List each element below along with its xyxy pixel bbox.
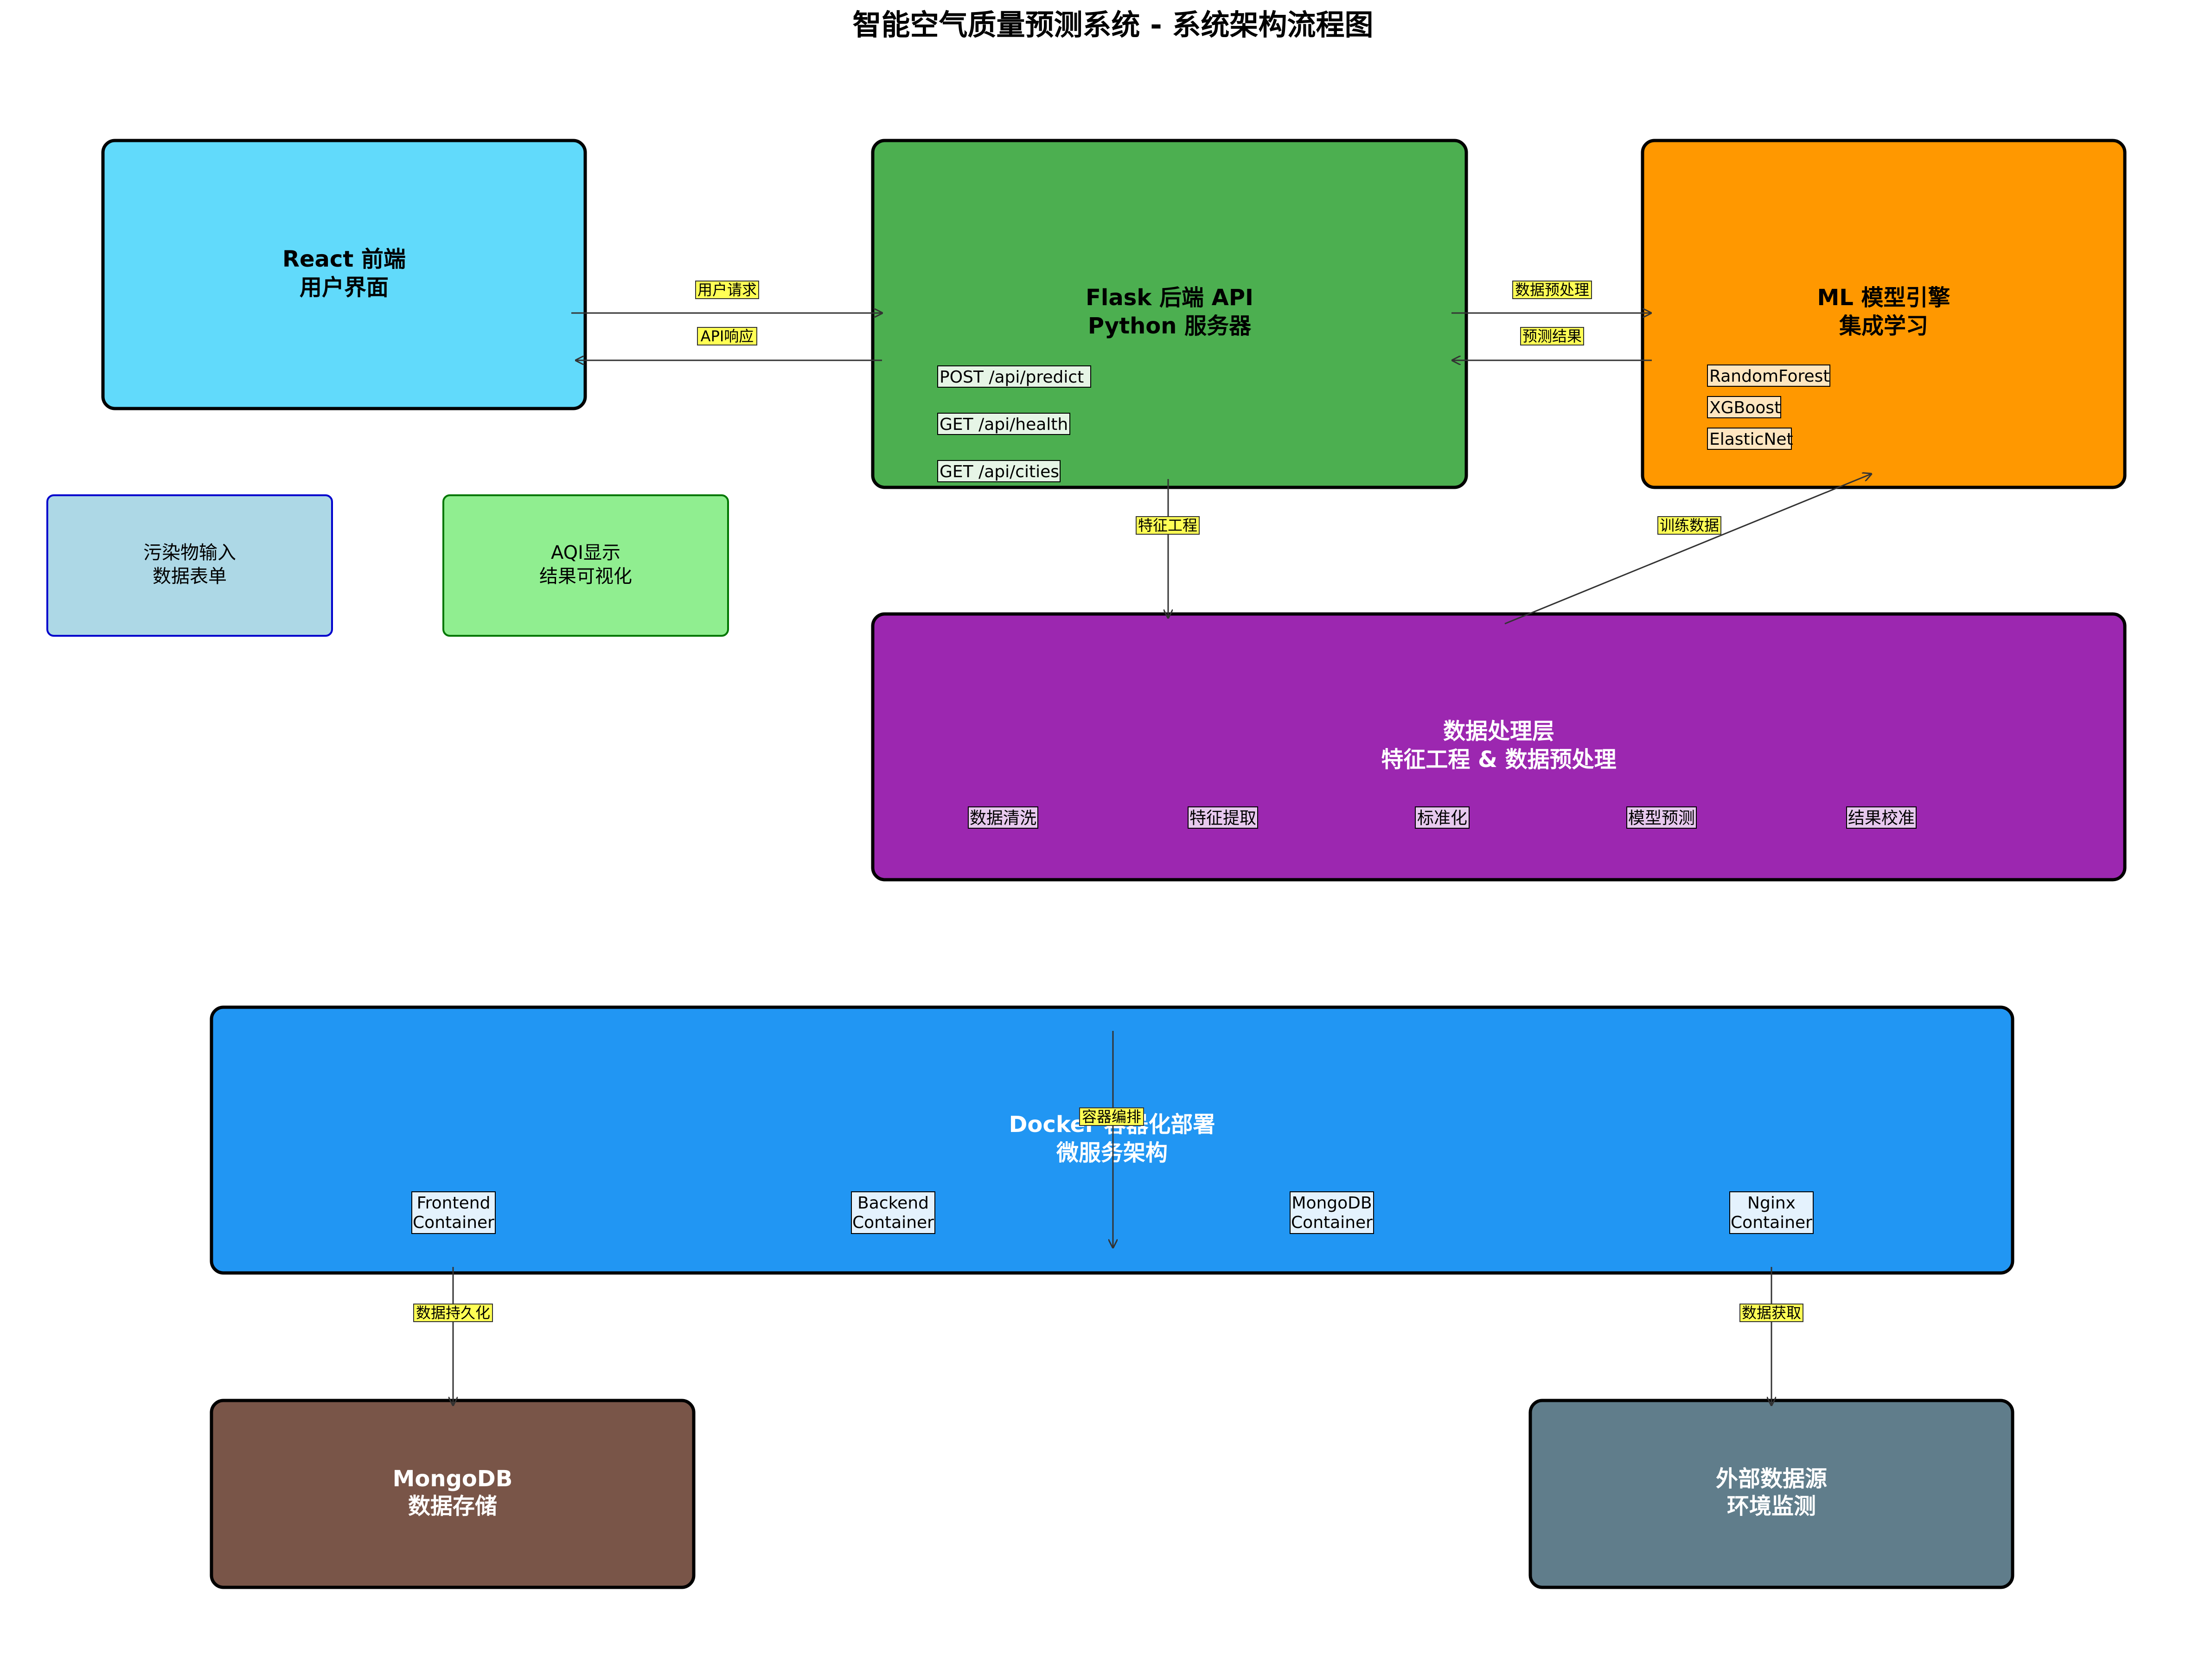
container-tag-line1: MongoDB	[1291, 1194, 1372, 1213]
container-tag-bg	[851, 1191, 935, 1234]
edge-user-request-label: 用户请求	[697, 281, 757, 299]
aqi-display-box	[442, 494, 729, 637]
input-form-title: 污染物输入	[143, 542, 236, 563]
data-processing-layer-box	[871, 612, 2127, 882]
edge-feature-engineering-label-bg	[1136, 516, 1200, 535]
container-tag-line2: Container	[852, 1213, 934, 1232]
process-step-tag-bg	[1846, 806, 1917, 829]
aqi-display-title: AQI显示	[551, 542, 620, 563]
endpoint-tag-bg	[937, 460, 1061, 482]
edge-api-response-label: API响应	[701, 327, 754, 345]
process-step-tag-bg	[1188, 806, 1258, 829]
react-frontend-node: React 前端 用户界面	[101, 139, 587, 410]
process-step-tag: 特征提取	[1189, 809, 1256, 828]
endpoint-tag: GET /api/health	[940, 415, 1068, 434]
edge-container-orchestration-label: 容器编排	[1082, 1108, 1141, 1125]
container-tag-line2: Container	[413, 1213, 494, 1232]
ml-engine-subtitle: 集成学习	[1839, 313, 1928, 339]
edge-predict-result-label-bg	[1520, 327, 1584, 345]
external-data-source-node: 外部数据源 环境监测	[1528, 1399, 2014, 1589]
mongodb-node: MongoDB 数据存储	[210, 1399, 696, 1589]
docker-deployment-box	[210, 1005, 2014, 1275]
process-step-tag-bg	[968, 806, 1038, 829]
ml-engine-title: ML 模型引擎	[1817, 285, 1950, 311]
edge-user-request-label-bg	[695, 281, 759, 299]
edge-data-preprocess-label: 数据预处理	[1515, 281, 1589, 299]
mongodb-title: MongoDB	[393, 1466, 513, 1492]
edge-training-data-arrow	[1504, 474, 1871, 625]
diagram-title: 智能空气质量预测系统 - 系统架构流程图	[853, 8, 1374, 42]
input-form-node: 污染物输入 数据表单	[46, 494, 333, 637]
edge-api-response-label-bg	[697, 327, 757, 345]
edge-container-orchestration-label-bg	[1079, 1107, 1144, 1126]
edge-predict-result-label: 预测结果	[1522, 327, 1582, 345]
process-step-tag: 标准化	[1417, 809, 1467, 828]
process-step-tag: 模型预测	[1628, 809, 1695, 828]
aqi-display-node: AQI显示 结果可视化	[442, 494, 729, 637]
docker-deployment-node: Docker 容器化部署 微服务架构 Frontend Container Ba…	[210, 1005, 2014, 1275]
external-data-source-subtitle: 环境监测	[1727, 1493, 1816, 1519]
react-frontend-subtitle: 用户界面	[300, 275, 389, 301]
container-tag-bg	[1729, 1191, 1814, 1234]
docker-deployment-subtitle: 微服务架构	[1056, 1140, 1168, 1166]
container-tag-line1: Frontend	[417, 1194, 491, 1213]
container-tag-line2: Container	[1291, 1213, 1373, 1232]
flask-backend-title: Flask 后端 API	[1086, 285, 1253, 311]
data-processing-layer-title: 数据处理层	[1443, 718, 1554, 744]
external-data-source-title: 外部数据源	[1716, 1466, 1827, 1492]
endpoint-tag-bg	[937, 365, 1091, 388]
data-processing-layer-node: 数据处理层 特征工程 & 数据预处理 数据清洗 特征提取 标准化 模型预测 结果…	[871, 612, 2127, 882]
edge-data-persistence-label: 数据持久化	[416, 1304, 490, 1322]
edge-training-data-label-bg	[1657, 516, 1721, 535]
ml-engine-node: ML 模型引擎 集成学习 RandomForest XGBoost Elasti…	[1641, 139, 2127, 489]
container-tag-line1: Backend	[857, 1194, 929, 1213]
model-tag: RandomForest	[1709, 367, 1830, 386]
input-form-subtitle: 数据表单	[153, 566, 227, 587]
data-processing-layer-subtitle: 特征工程 & 数据预处理	[1381, 747, 1616, 773]
endpoint-tag-bg	[937, 413, 1070, 435]
edge-feature-engineering-label: 特征工程	[1138, 517, 1197, 534]
model-tag-bg	[1707, 428, 1792, 450]
model-tag-bg	[1707, 364, 1830, 387]
flask-backend-subtitle: Python 服务器	[1088, 313, 1252, 339]
flask-backend-node: Flask 后端 API Python 服务器 POST /api/predic…	[871, 139, 1468, 489]
endpoint-tag: POST /api/predict	[940, 368, 1084, 387]
input-form-box	[46, 494, 333, 637]
aqi-display-subtitle: 结果可视化	[539, 566, 632, 587]
model-tag: ElasticNet	[1709, 430, 1793, 449]
edge-data-fetch-label: 数据获取	[1742, 1304, 1801, 1322]
process-step-tag: 数据清洗	[970, 809, 1036, 828]
endpoint-tag: GET /api/cities	[940, 462, 1059, 481]
process-step-tag-bg	[1626, 806, 1697, 829]
container-tag-line2: Container	[1731, 1213, 1812, 1232]
react-frontend-box	[101, 139, 587, 410]
react-frontend-title: React 前端	[282, 246, 406, 272]
container-tag-bg	[1290, 1191, 1374, 1234]
container-tag-bg	[411, 1191, 496, 1234]
edge-data-fetch-label-bg	[1739, 1304, 1803, 1322]
container-tag-line1: Nginx	[1747, 1194, 1796, 1213]
mongodb-subtitle: 数据存储	[408, 1493, 497, 1519]
model-tag-bg	[1707, 396, 1781, 418]
process-step-tag-bg	[1415, 806, 1470, 829]
process-step-tag: 结果校准	[1848, 809, 1915, 828]
edge-training-data-label: 训练数据	[1660, 517, 1719, 534]
edge-data-persistence-label-bg	[413, 1304, 493, 1322]
flask-backend-box	[871, 139, 1468, 489]
model-tag: XGBoost	[1709, 398, 1781, 417]
edge-data-preprocess-label-bg	[1512, 281, 1592, 299]
